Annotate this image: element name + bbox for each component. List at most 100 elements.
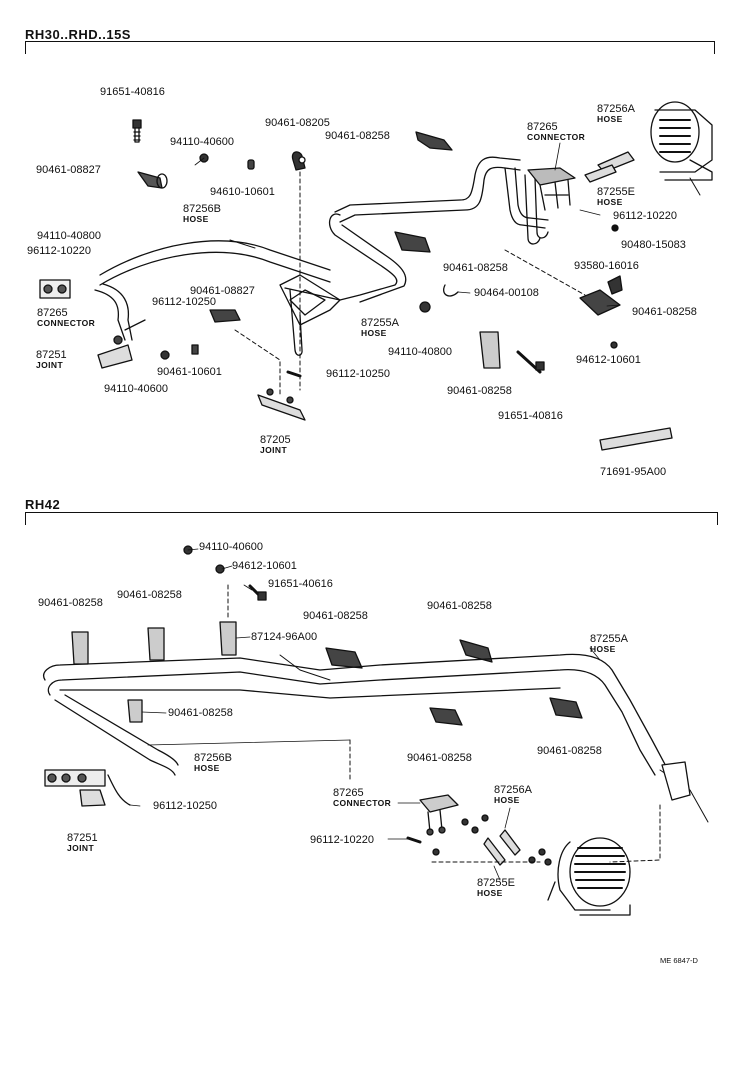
section-title-rh30: RH30..RHD..15S xyxy=(25,27,131,42)
label-94110-40800-left: 94110-40800 xyxy=(37,230,102,242)
label-94612-10601: 94612-10601 xyxy=(576,354,641,366)
label-71691-95A00: 71691-95A00 xyxy=(600,466,667,478)
label-r-90461-08258-7: 90461-08258 xyxy=(537,745,602,757)
bolt-shape-top-left xyxy=(132,119,142,143)
nut-shape xyxy=(419,301,431,313)
label-r-91651-40616: 91651-40616 xyxy=(268,578,333,590)
pump-motor-shape-bottom xyxy=(547,837,631,916)
clip-93580-shape xyxy=(607,275,623,295)
section-frame-rh42 xyxy=(25,512,718,525)
small-fittings-bottom xyxy=(406,814,552,866)
label-r-90461-08258-2: 90461-08258 xyxy=(117,589,182,601)
label-r-96112-10250: 96112-10250 xyxy=(153,800,218,812)
bolt-shape-bottom xyxy=(248,584,267,601)
hose-87255A-top xyxy=(279,156,521,356)
hose-87255E-bottom-shape xyxy=(483,837,506,866)
hose-96112-10250-shape xyxy=(124,319,146,331)
label-r-90461-08258-6: 90461-08258 xyxy=(407,752,472,764)
label-96112-10250: 96112-10250 xyxy=(152,296,217,308)
hose-87256B-top xyxy=(94,239,331,341)
clip-shape xyxy=(147,627,165,661)
connector-87265-shape xyxy=(39,279,71,299)
clip-shape xyxy=(429,707,463,726)
clip-90464-shape xyxy=(443,284,459,297)
label-r-94110-40600: 94110-40600 xyxy=(199,541,264,553)
label-90461-08258-right: 90461-08258 xyxy=(632,306,697,318)
clip-shape xyxy=(549,697,583,719)
connector-87265-bottom-shape xyxy=(419,794,459,836)
plate-71691-shape xyxy=(599,427,673,451)
label-r-90461-08258-5: 90461-08258 xyxy=(168,707,233,719)
connector-shape-top xyxy=(527,167,576,211)
label-90480-15083: 90480-15083 xyxy=(621,239,686,251)
label-90464-00108: 90464-00108 xyxy=(474,287,539,299)
grommet-shape xyxy=(191,344,199,355)
label-91651-40816-lower: 91651-40816 xyxy=(498,410,563,422)
label-90461-08205: 90461-08205 xyxy=(265,117,330,129)
hose-96112-10250-bottom xyxy=(107,774,131,806)
clip-shape xyxy=(325,647,363,669)
label-91651-40816: 91651-40816 xyxy=(100,86,165,98)
label-90461-08827: 90461-08827 xyxy=(36,164,101,176)
leader-lines-top xyxy=(194,142,621,307)
label-r-96112-10220: 96112-10220 xyxy=(310,834,375,846)
grommet-shape xyxy=(247,159,255,170)
label-96112-10220-right: 96112-10220 xyxy=(613,210,678,222)
label-93580-16016: 93580-16016 xyxy=(574,260,639,272)
grommet-shape xyxy=(215,564,225,574)
label-r-87124-96A00: 87124-96A00 xyxy=(251,631,318,643)
dashed-guides-bottom xyxy=(227,584,661,863)
label-90461-08258-lower: 90461-08258 xyxy=(447,385,512,397)
joint-87251-shape xyxy=(97,335,133,369)
label-r-90461-08258-1: 90461-08258 xyxy=(38,597,103,609)
nut-shape xyxy=(160,350,170,360)
clip-shape-08827 xyxy=(137,171,168,189)
clip-shape xyxy=(71,631,89,665)
leader-lines-bottom xyxy=(129,548,601,881)
label-90461-08827-lower: 90461-08827 xyxy=(190,285,255,297)
hose-96112-10250-small xyxy=(286,370,302,378)
dashed-guides-top xyxy=(234,171,586,396)
clip-shape xyxy=(209,309,241,323)
hose-bundle-top-right xyxy=(504,167,549,245)
label-94110-40800-mid: 94110-40800 xyxy=(388,346,453,358)
clip-shape xyxy=(459,639,493,663)
joint-87205-shape xyxy=(257,388,306,421)
section-title-rh42: RH42 xyxy=(25,497,61,512)
hose-87256A-bottom-shape xyxy=(499,829,521,856)
hose-87255E-shape xyxy=(584,164,617,183)
label-90461-08258-mid: 90461-08258 xyxy=(443,262,508,274)
label-r-90461-08258-3: 90461-08258 xyxy=(303,610,368,622)
joint-87251-bottom-shape xyxy=(44,769,106,807)
clip-shape xyxy=(394,231,431,253)
label-94110-40600-lower: 94110-40600 xyxy=(104,383,169,395)
label-94110-40600: 94110-40600 xyxy=(170,136,235,148)
label-90461-10601: 90461-10601 xyxy=(157,366,222,378)
label-r-94612-10601: 94612-10601 xyxy=(232,560,297,572)
label-96112-10220-left: 96112-10220 xyxy=(27,245,92,257)
hose-87255A-bottom xyxy=(43,653,709,823)
label-94610-10601: 94610-10601 xyxy=(210,186,275,198)
label-96112-10250-mid: 96112-10250 xyxy=(326,368,391,380)
clip-shape xyxy=(127,699,143,723)
label-90461-08258: 90461-08258 xyxy=(325,130,390,142)
grommet-shape xyxy=(610,341,618,349)
label-r-90461-08258-4: 90461-08258 xyxy=(427,600,492,612)
section-frame-rh30 xyxy=(25,41,715,54)
footer-code: ME 6847-D xyxy=(660,956,698,965)
